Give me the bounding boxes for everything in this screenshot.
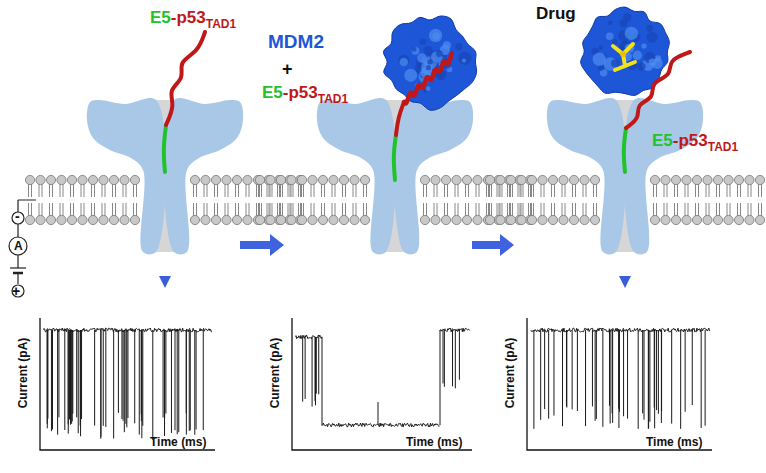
trace-axes xyxy=(40,318,215,450)
peptide-chain xyxy=(624,128,626,172)
axis-label: Current (pA) xyxy=(269,338,281,409)
peptide-name: -p53 xyxy=(283,84,318,101)
ion-flow-arrow xyxy=(624,232,627,282)
axis-label: Time (ms) xyxy=(150,436,206,448)
trace-axes xyxy=(292,318,472,450)
peptide-chain xyxy=(626,52,690,128)
peptide-chain xyxy=(396,102,404,135)
peptide-chain xyxy=(404,53,452,103)
peptide-chain xyxy=(164,125,166,172)
nanopore xyxy=(317,98,473,254)
peptide-tag: E5 xyxy=(652,132,673,149)
trace-axes xyxy=(527,318,712,450)
axis-label: Current (pA) xyxy=(17,338,29,409)
current-trace xyxy=(296,328,469,427)
peptide-subscript: TAD1 xyxy=(708,141,738,153)
peptide-chain xyxy=(394,135,396,180)
current-trace xyxy=(531,328,710,429)
ammeter-label: A xyxy=(14,240,23,252)
axis-label: Current (pA) xyxy=(504,338,516,409)
peptide-subscript: TAD1 xyxy=(318,93,348,105)
current-trace xyxy=(44,328,212,440)
nanopore xyxy=(87,98,243,254)
step-arrow xyxy=(472,234,514,256)
axis-label: Time (ms) xyxy=(406,436,462,448)
peptide-tag: E5 xyxy=(150,9,171,26)
ion-flow-arrow xyxy=(164,232,167,282)
peptide-chain xyxy=(166,32,205,125)
drug-label: Drug xyxy=(536,5,576,22)
plus-sign: + xyxy=(282,60,293,78)
mdm2-protein xyxy=(383,16,476,110)
axis-label: Time (ms) xyxy=(646,436,702,448)
peptide-name: -p53 xyxy=(673,132,708,149)
polarity-sign: + xyxy=(12,284,20,298)
circuit-symbol xyxy=(9,200,36,297)
protein-label: MDM2 xyxy=(268,32,324,51)
nanopore xyxy=(547,98,703,254)
peptide-name: -p53 xyxy=(171,9,206,26)
peptide-subscript: TAD1 xyxy=(206,18,236,30)
polarity-sign: - xyxy=(15,209,20,223)
step-arrow xyxy=(240,234,284,256)
peptide-tag: E5 xyxy=(262,84,283,101)
